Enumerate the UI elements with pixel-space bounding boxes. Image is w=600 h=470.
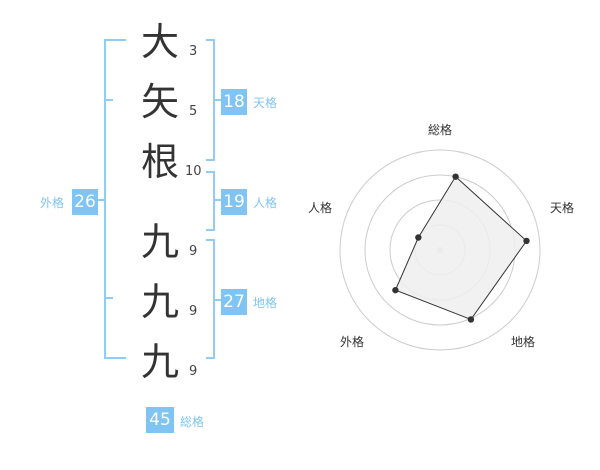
stroke-count-6: 9 [189,364,198,379]
gaikaku-label: 外格 [40,196,65,210]
radar-axis-label: 総格 [428,123,453,137]
name-char-6: 九 [141,340,180,384]
radar-ring [339,149,541,351]
jinkaku-value-badge: 19 [221,189,247,215]
soukaku-value-badge: 45 [146,407,174,433]
radar-axis-label: 天格 [550,201,575,215]
radar-axis-label: 人格 [308,201,333,215]
name-char-3: 根 [141,140,180,184]
name-char-5: 九 [141,280,180,324]
radar-axis-label: 地格 [511,335,536,349]
stroke-count-2: 5 [189,104,198,119]
chikaku-value-badge: 27 [221,289,247,315]
radar-point-1 [452,173,459,180]
radar-point-5 [415,234,422,241]
tenkaku-value-badge: 18 [221,89,247,115]
jinkaku-label: 人格 [253,196,278,210]
gaikaku-value-badge: 26 [72,189,98,215]
soukaku-label: 総格 [180,415,205,429]
stroke-count-5: 9 [189,304,198,319]
tenkaku-label: 天格 [253,96,278,110]
stroke-count-4: 9 [189,244,198,259]
name-char-1: 大 [141,20,180,64]
stroke-count-1: 3 [189,44,198,59]
radar-point-2 [523,237,530,245]
name-char-2: 矢 [141,80,180,124]
radar-point-3 [467,316,475,323]
chikaku-label: 地格 [253,296,278,310]
radar-point-4 [392,286,399,294]
name-char-4: 九 [141,220,180,264]
radar-axis-label: 外格 [340,335,365,349]
stroke-count-3: 10 [185,164,202,179]
radar-polygon [394,175,528,321]
